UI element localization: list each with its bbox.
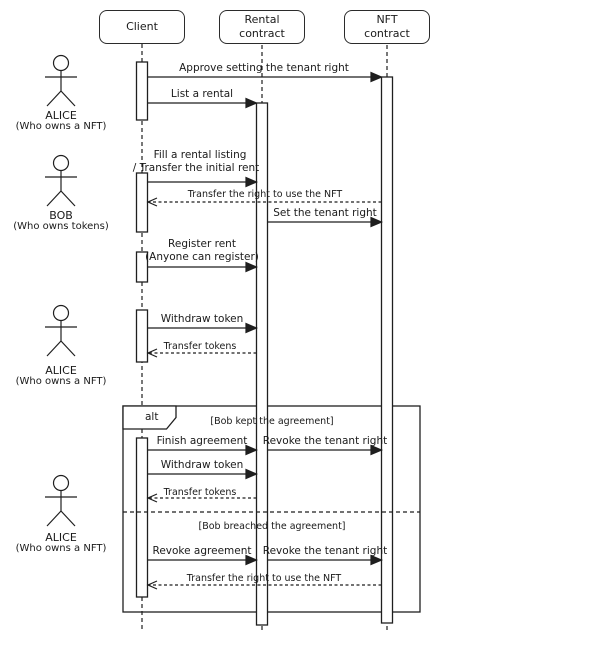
message-transfer-tokens-1: Transfer tokens [163,341,237,352]
nft-activation [380,76,394,624]
arrow-transfer-tokens-2 [146,493,257,503]
message-set-tenant: Set the tenant right [273,207,377,219]
call-arrows [148,71,384,566]
message-approve-tenant: Approve setting the tenant right [179,62,349,74]
actor-alice-2-icon [45,304,77,357]
actor-alice-1-desc: (Who owns a NFT) [15,121,107,132]
activation-bars [135,61,394,626]
alt-guard-kept: [Bob kept the agreement] [210,416,334,427]
client-activation-5 [135,437,149,598]
message-register-l2: (Anyone can register) [145,251,259,263]
message-list-rental: List a rental [170,88,234,100]
arrow-revoke-tenant-2 [268,554,384,566]
client-activation-1 [135,61,149,121]
message-revoke-tenant-1: Revoke the tenant right [262,435,388,447]
client-activation-2 [135,172,149,233]
actor-alice-3-icon [45,474,77,527]
arrow-fill-listing [148,176,259,188]
message-transfer-tokens-2: Transfer tokens [163,487,237,498]
message-transfer-right-1: Transfer the right to use the NFT [187,189,343,200]
participant-client-label: Client [126,20,158,34]
participant-rental-label: Rental contract [239,13,285,40]
client-activation-4 [135,309,149,363]
message-revoke-tenant-2: Revoke the tenant right [262,545,388,557]
arrow-register-rent [148,261,259,273]
client-activation-3 [135,251,149,283]
arrow-revoke-tenant-1 [268,444,384,456]
message-withdraw-1: Withdraw token [160,313,244,325]
message-finish-agreement: Finish agreement [156,435,248,447]
arrow-withdraw-token-1 [148,322,259,334]
arrow-withdraw-token-2 [148,468,259,480]
arrow-revoke-agreement [148,554,259,566]
arrow-approve-tenant [148,71,384,83]
participant-client: Client [99,10,185,44]
rental-activation [255,102,269,626]
message-fill-listing-l2: / Transfer the initial rent [132,162,260,174]
alt-operator-pentagon [122,405,177,430]
message-withdraw-2: Withdraw token [160,459,244,471]
participant-rental-contract: Rental contract [219,10,305,44]
arrow-finish-agreement [148,444,259,456]
actor-bob-name: BOB [49,209,73,222]
message-revoke-agreement: Revoke agreement [152,545,252,557]
participant-nft-label: NFT contract [364,13,410,40]
alt-operator-label: alt [145,411,159,423]
message-register-l1: Register rent [168,238,236,250]
actor-alice-3-desc: (Who owns a NFT) [15,543,107,554]
actor-alice-2-desc: (Who owns a NFT) [15,376,107,387]
arrow-set-tenant [268,216,384,228]
message-fill-listing-l1: Fill a rental listing [153,149,247,161]
actor-bob-desc: (Who owns tokens) [13,221,109,232]
actor-icons [45,54,77,527]
actor-alice-3-name: ALICE [45,531,77,544]
message-transfer-right-2: Transfer the right to use the NFT [186,573,342,584]
alt-frame [122,405,421,613]
arrow-transfer-right-2 [146,580,382,590]
arrow-transfer-right-1 [146,197,382,207]
actor-alice-2-name: ALICE [45,364,77,377]
return-arrows [146,197,382,590]
actor-alice-1-name: ALICE [45,109,77,122]
actor-bob-icon [45,154,77,207]
arrow-transfer-tokens-1 [146,348,257,358]
actor-alice-1-icon [45,54,77,107]
alt-guard-breached: [Bob breached the agreement] [198,521,346,532]
arrow-list-rental [148,97,259,109]
participant-nft-contract: NFT contract [344,10,430,44]
